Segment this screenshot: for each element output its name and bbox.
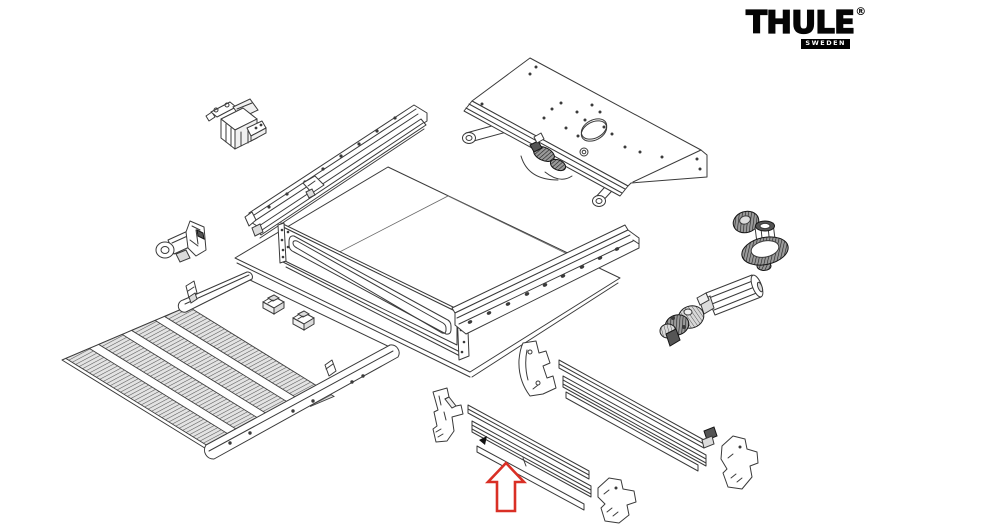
logo-brand-text: THULE — [745, 5, 856, 41]
thule-logo: THULE® SWEDEN — [745, 5, 866, 49]
front-rail-right-assembly — [519, 341, 758, 489]
switch-mount-bracket — [206, 99, 266, 149]
bevel-gear-small — [730, 208, 761, 236]
top-mounting-plate-assembly — [463, 58, 708, 207]
slider-clip-1 — [263, 295, 284, 314]
housing-right-rail — [452, 225, 639, 334]
highlight-arrow-icon — [488, 463, 524, 511]
logo-badge: SWEDEN — [801, 39, 850, 49]
slider-clip-2 — [293, 311, 314, 330]
bevel-gear-large — [739, 221, 791, 271]
front-rail-left-assembly — [433, 388, 636, 523]
corner-bracket-bushing — [156, 221, 206, 262]
drive-motor — [660, 274, 765, 346]
registered-mark-icon: ® — [855, 5, 867, 18]
left-guide-rail — [245, 105, 427, 238]
